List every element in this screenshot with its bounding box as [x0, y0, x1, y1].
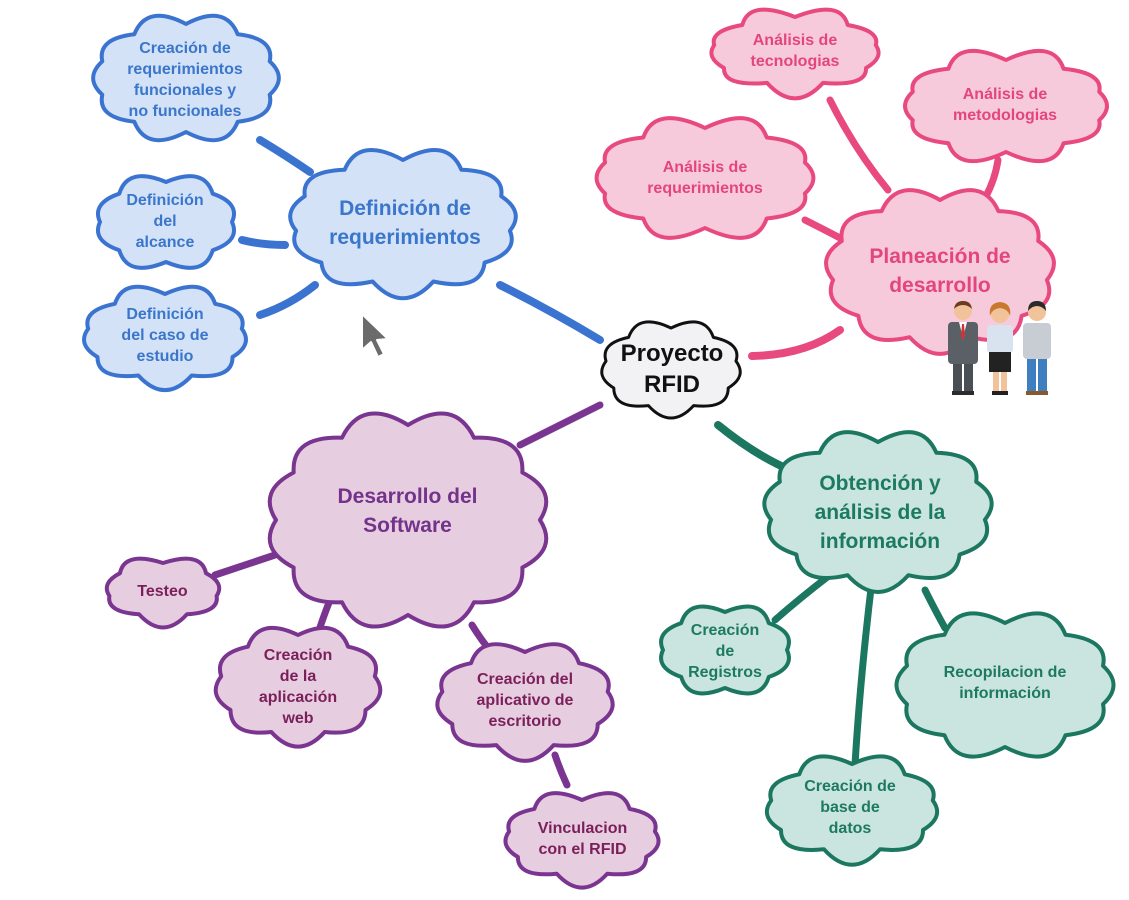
connector-center-desarrollo [520, 405, 600, 445]
connector-obtencion-basedatos [855, 580, 872, 765]
cloud-testeo [107, 559, 219, 628]
connector-center-obtencion [718, 425, 790, 470]
cloud-app-escritorio [437, 644, 612, 761]
cloud-creacion-registros [661, 607, 789, 694]
connector-planeacion-metodologias [985, 160, 998, 198]
cloud-creacion-base-datos [767, 756, 937, 864]
cloud-analisis-metodologias [905, 51, 1107, 161]
connector-definicion-alcance [242, 240, 285, 245]
cloud-planeacion-desarrollo [826, 190, 1054, 354]
connector-obtencion-recopilacion [925, 590, 945, 628]
mouse-pointer-icon [362, 314, 388, 357]
connector-center-planeacion [752, 330, 840, 356]
cloud-definicion-caso [84, 287, 246, 390]
cloud-definicion-alcance [98, 176, 234, 268]
cloud-analisis-tecnologias [711, 10, 878, 99]
cloud-proyecto-rfid [602, 322, 740, 418]
cloud-definicion-requerimientos [290, 150, 516, 298]
cloud-analisis-requerimientos [597, 118, 814, 238]
cloud-desarrollo-software [270, 413, 547, 626]
connector-obtencion-registros [775, 575, 830, 620]
connector-definicion-creacion [260, 140, 310, 172]
connector-desarrollo-testeo [215, 555, 275, 575]
cloud-creacion-requerimientos [93, 16, 279, 140]
team-people-icon [948, 301, 1051, 395]
connector-escritorio-vinculacion [555, 755, 567, 785]
connector-planeacion-tecnologias [830, 100, 888, 190]
cloud-recopilacion-informacion [897, 613, 1114, 756]
connector-definicion-caso [260, 285, 315, 315]
cloud-obtencion-analisis [764, 432, 991, 592]
cloud-app-web [216, 628, 381, 747]
cloud-vinculacion-rfid [505, 793, 658, 887]
connector-center-definicion [500, 285, 600, 340]
connector-planeacion-requerimientos [805, 220, 840, 238]
